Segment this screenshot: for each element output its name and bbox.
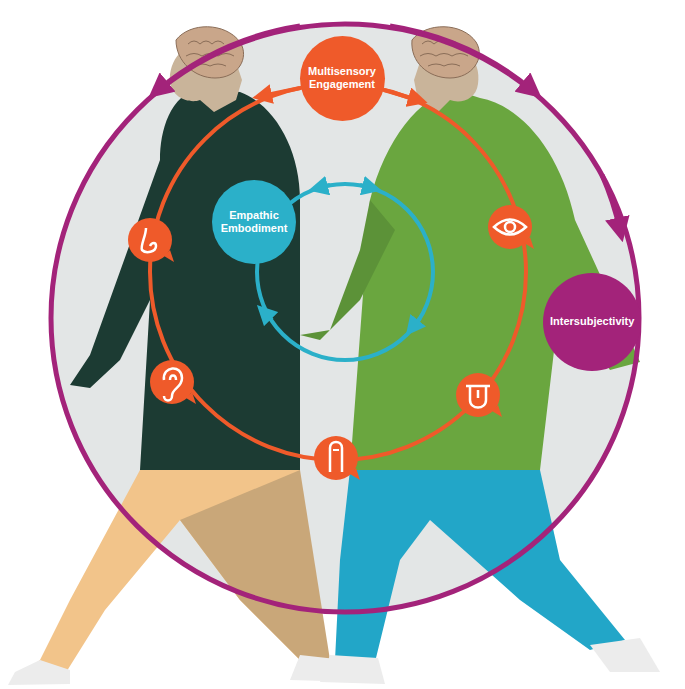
eye-icon — [488, 205, 534, 249]
outer-ring — [51, 24, 639, 612]
nose-icon — [128, 218, 174, 262]
concept-label: Empathic Embodiment — [219, 209, 289, 235]
ring-arrow — [602, 175, 620, 230]
ear-icon — [150, 360, 196, 404]
right-person — [300, 27, 660, 684]
ring-arrow — [360, 185, 372, 188]
concept-circle: Empathic Embodiment — [212, 180, 296, 264]
ring-arrow — [262, 88, 300, 96]
middle-ring — [150, 84, 526, 460]
taste-icon — [456, 373, 502, 417]
ring-arrow — [318, 185, 330, 188]
concept-label: Intersubjectivity — [550, 315, 634, 328]
concept-circle: Intersubjectivity — [543, 273, 641, 371]
ring-arrow — [158, 26, 300, 90]
ring-arrow — [390, 26, 532, 90]
ring-arrow — [412, 318, 420, 328]
concept-label: Multisensory Engagement — [307, 65, 378, 91]
left-person — [8, 27, 360, 685]
ring-arrow — [384, 90, 418, 100]
ring-arrow — [264, 312, 272, 320]
touch-icon — [314, 436, 360, 480]
concept-circle: Multisensory Engagement — [300, 36, 385, 121]
